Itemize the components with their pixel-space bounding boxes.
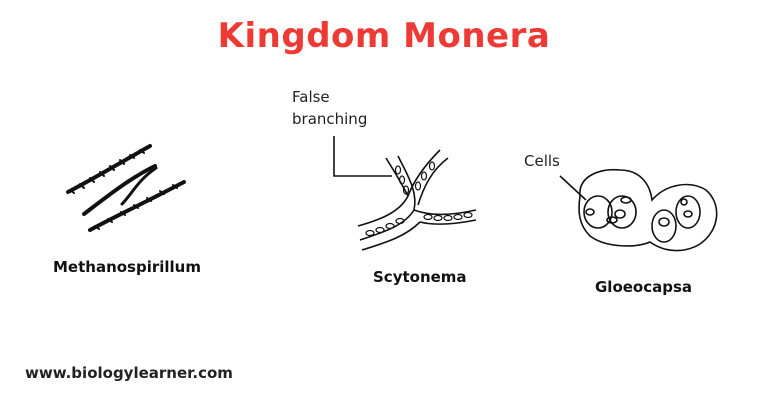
cells-annotation: Cells <box>524 152 560 170</box>
cells-pointer <box>559 175 587 201</box>
gloeocapsa-label: Gloeocapsa <box>595 278 693 296</box>
false-branching-annotation: False branching <box>292 86 367 130</box>
scytonema-illustration <box>357 149 477 251</box>
methanospirillum-illustration <box>66 144 186 232</box>
annotation-line-1: False <box>292 88 330 106</box>
false-branching-pointer <box>333 136 392 177</box>
gloeocapsa-illustration <box>578 168 718 252</box>
diagram-title: Kingdom Monera <box>217 16 551 56</box>
footer-url: www.biologylearner.com <box>25 364 233 382</box>
methanospirillum-label: Methanospirillum <box>53 258 201 276</box>
annotation-line-2: branching <box>292 110 368 128</box>
scytonema-label: Scytonema <box>373 268 467 286</box>
